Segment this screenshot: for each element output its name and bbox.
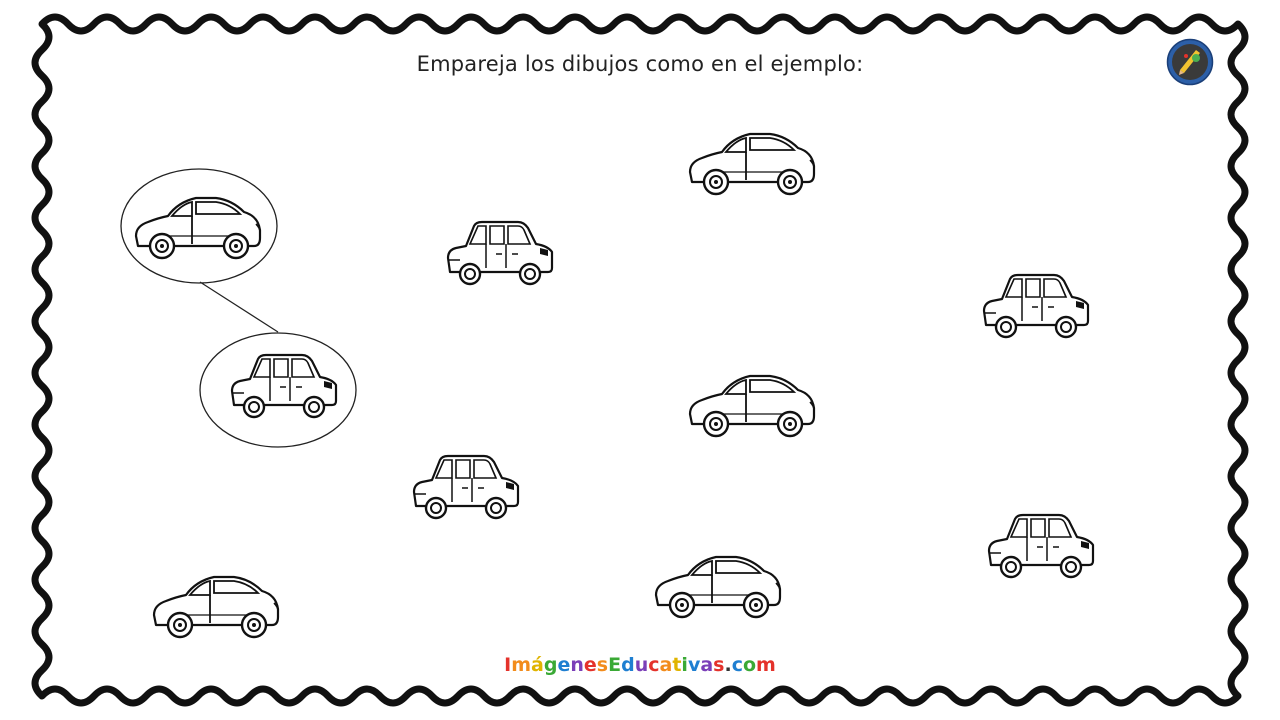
watermark-letter: e — [583, 654, 597, 676]
watermark-letter: s — [596, 654, 609, 676]
watermark-letter: v — [687, 654, 701, 676]
wavy-page-border — [31, 13, 1249, 707]
car-example-sedan[interactable] — [230, 353, 338, 419]
example-circle-coupe — [120, 168, 278, 284]
watermark-letter: n — [570, 654, 584, 676]
watermark-letter: a — [659, 654, 673, 676]
watermark-letter: I — [504, 654, 512, 676]
watermark-letter: E — [608, 654, 622, 676]
watermark-letter: t — [672, 654, 682, 676]
car-sedan-right-upper[interactable] — [982, 273, 1090, 339]
car-coupe-top-center[interactable] — [688, 132, 816, 196]
site-watermark: ImágenesEducativas.com — [0, 654, 1280, 676]
car-coupe-bottom-left[interactable] — [152, 575, 280, 639]
watermark-letter: u — [634, 654, 649, 676]
watermark-letter: á — [531, 654, 544, 676]
watermark-letter: m — [756, 654, 776, 676]
example-circle-sedan — [199, 332, 357, 448]
car-sedan-upper-left[interactable] — [446, 220, 554, 286]
car-example-coupe[interactable] — [134, 196, 262, 260]
watermark-letter: . — [724, 654, 732, 676]
watermark-letter: o — [742, 654, 757, 676]
watermark-letter: d — [621, 654, 635, 676]
car-coupe-center[interactable] — [688, 374, 816, 438]
watermark-letter: i — [681, 654, 688, 676]
car-sedan-right-lower[interactable] — [987, 513, 1095, 579]
watermark-letter: a — [700, 654, 714, 676]
watermark-letter: e — [557, 654, 571, 676]
example-connecting-line — [199, 281, 279, 333]
pencil-globe-logo-icon — [1166, 38, 1214, 86]
car-coupe-bottom-center[interactable] — [654, 555, 782, 619]
instruction-title: Empareja los dibujos como en el ejemplo: — [416, 52, 864, 76]
car-sedan-lower-left[interactable] — [412, 454, 520, 520]
watermark-letter: c — [731, 654, 743, 676]
watermark-letter: m — [511, 654, 532, 676]
watermark-letter: s — [713, 654, 725, 676]
watermark-letter: c — [648, 654, 660, 676]
watermark-letter: g — [543, 654, 558, 676]
